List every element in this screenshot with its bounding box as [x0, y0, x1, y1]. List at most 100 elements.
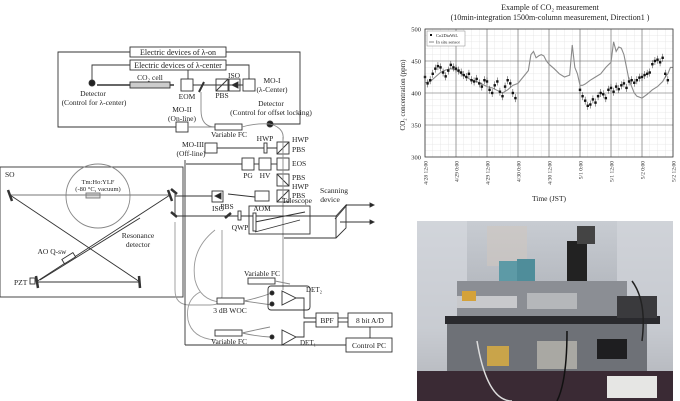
det2-box — [267, 285, 311, 311]
hv-box — [258, 157, 272, 171]
data-point — [483, 79, 486, 82]
data-point — [661, 56, 664, 59]
data-point — [475, 77, 478, 81]
data-point — [459, 71, 463, 74]
data-point — [645, 72, 649, 75]
3db-woc — [216, 297, 245, 305]
label-bpf: BPF — [320, 316, 333, 325]
det1-amplifier — [281, 329, 297, 346]
label-hwp-left: HWP — [257, 134, 274, 143]
data-point — [583, 99, 587, 102]
label-so: SO — [5, 170, 15, 179]
ao-qsw — [61, 251, 77, 265]
label-mo1: MO-I — [263, 76, 281, 85]
label-mo1-sub: (λ-Center) — [256, 85, 288, 94]
data-point — [480, 85, 484, 88]
data-point — [640, 75, 644, 79]
chart-plot-frame — [424, 28, 674, 158]
label-scanning: Scanning — [320, 186, 348, 195]
data-point — [633, 81, 636, 84]
data-point — [617, 87, 620, 91]
data-point — [506, 79, 509, 82]
label-det1: DET₁ — [300, 339, 316, 347]
lidar-system-diagram: Electric devices of λ-on Electric device… — [0, 46, 393, 353]
label-pbs-3: PBS — [292, 173, 305, 182]
label-detector-center-sub: (Control for λ-center) — [62, 98, 127, 107]
data-point — [431, 72, 434, 75]
label-co2-cell: CO₂ cell — [137, 73, 163, 82]
data-point — [454, 67, 458, 70]
label-pbs-2: PBS — [292, 145, 305, 154]
x-tick-label: 5/2 0:00 — [641, 161, 647, 179]
data-point — [666, 79, 670, 82]
data-point — [472, 80, 476, 83]
label-pbs: PBS — [215, 91, 228, 100]
label-pbs-5: PBS — [220, 202, 233, 211]
x-tick-label: 5/1 0:00 — [579, 161, 585, 179]
x-tick-label: 4/30 0:00 — [517, 161, 523, 182]
label-detector-offset-sub: (Control for offset locking) — [230, 108, 312, 117]
data-point — [607, 88, 610, 91]
data-point — [635, 79, 639, 82]
x-tick-label: 5/1 12:00 — [610, 161, 616, 182]
label-resonance: Resonance — [122, 231, 155, 240]
detector-lambda-center — [88, 79, 96, 87]
data-point — [612, 90, 615, 93]
label-eos: EOS — [292, 159, 306, 168]
crystal-rod — [85, 192, 101, 199]
data-point — [496, 80, 499, 83]
data-point — [656, 58, 659, 61]
y-tick-label: 300 — [411, 155, 421, 162]
data-point — [604, 96, 608, 100]
label-control-pc: Control PC — [352, 341, 386, 350]
data-point — [653, 59, 657, 63]
label-detector-offset: Detector — [258, 99, 284, 108]
qwp-plate — [237, 210, 242, 221]
label-mo3: MO-III — [182, 140, 205, 149]
data-point — [625, 86, 628, 90]
mo2-box — [175, 121, 189, 133]
chart-subtitle: (10min-integration 1500m-column measurem… — [451, 13, 650, 22]
data-point — [594, 101, 597, 104]
legend-marker-points — [430, 34, 432, 36]
data-point — [622, 82, 626, 85]
x-tick-label: 4/28 12:00 — [424, 161, 430, 185]
data-point — [465, 75, 468, 79]
data-point — [638, 76, 641, 79]
legend-label-line: In situ sensor — [436, 40, 461, 45]
data-point — [501, 95, 504, 98]
data-point — [467, 72, 471, 75]
data-point — [493, 84, 496, 87]
mo1-box — [242, 78, 256, 92]
data-point — [599, 91, 602, 95]
x-tick-label: 4/30 12:00 — [548, 161, 554, 185]
x-tick-label: 4/29 0:00 — [455, 161, 461, 182]
data-point — [428, 79, 432, 82]
label-mo2: MO-II — [172, 105, 192, 114]
data-point — [434, 67, 437, 70]
data-point — [614, 85, 618, 88]
label-woc: 3 dB WOC — [213, 306, 247, 315]
label-mo3-sub: (Off-line) — [176, 149, 206, 158]
lidar-setup-photo — [417, 221, 673, 401]
data-point — [478, 82, 481, 85]
series-co2diawil — [423, 53, 670, 110]
data-point — [447, 69, 450, 72]
x-tick-label: 5/2 12:00 — [672, 161, 678, 182]
control-pc-box — [345, 337, 393, 353]
label-pg: PG — [243, 171, 253, 180]
so-oscillator-box — [0, 166, 184, 298]
y-tick-label: 400 — [411, 91, 421, 98]
y-tick-label: 350 — [411, 123, 421, 130]
chart-legend: Co2DiaWiL In situ sensor — [426, 30, 466, 47]
bpf-box — [315, 312, 339, 328]
data-point — [643, 73, 646, 77]
y-tick-label: 450 — [411, 59, 421, 66]
label-variable-fc-bottom: Variable FC — [211, 337, 247, 346]
telescope-primary-mirror — [252, 212, 257, 232]
co2-cell — [129, 81, 171, 89]
data-point — [578, 88, 582, 91]
data-point — [630, 79, 633, 82]
data-point — [648, 71, 651, 74]
